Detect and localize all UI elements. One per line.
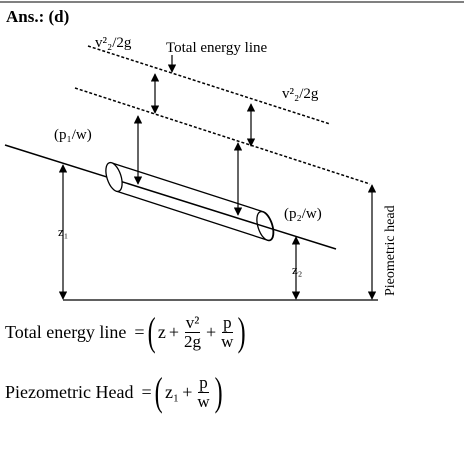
hydraulic-gradient-line [74, 87, 371, 185]
label-p2-w: (p₂/w) [284, 206, 322, 222]
total-energy-line-equation: Total energy line = ( z + v² 2g + p w ) [5, 312, 249, 352]
equation-2-label: Piezometric Head [5, 381, 134, 402]
equation-1-close-paren: ) [238, 309, 247, 354]
label-total-energy-line: Total energy line [166, 40, 267, 56]
total-energy-line [87, 45, 331, 125]
equation-2-equals: = [141, 381, 152, 402]
equation-1-equals: = [134, 321, 145, 342]
equation-1-velocity-fraction: v² 2g [184, 312, 202, 351]
equation-1-z: z [157, 321, 166, 342]
equation-2-close-paren: ) [214, 369, 223, 414]
equation-1-p-denominator: w [221, 331, 234, 351]
equation-1-open-paren: ( [147, 309, 156, 354]
equation-2-p-numerator: p [198, 372, 209, 393]
label-piezometric-head: Pieometric head [383, 205, 398, 296]
label-z2: z₂ [292, 262, 302, 277]
equation-2-z1: z₁ [164, 381, 180, 402]
piezometric-head-equation: Piezometric Head = ( z₁ + p w ) [5, 372, 225, 412]
label-v2-right: v²₂/2g [282, 86, 319, 102]
equation-1-plus-1: + [168, 321, 180, 342]
ground-line [4, 144, 337, 250]
equation-1-v2-numerator: v² [184, 312, 201, 333]
equation-2-p-denominator: w [197, 391, 210, 411]
equation-1-p-numerator: p [222, 312, 233, 333]
pipe [105, 161, 275, 242]
equation-2-pressure-fraction: p w [197, 372, 210, 411]
equation-1-pressure-fraction: p w [221, 312, 234, 351]
equation-1-label: Total energy line [5, 321, 127, 342]
equation-2-open-paren: ( [154, 369, 163, 414]
equation-1-plus-2: + [206, 321, 217, 342]
equation-2-plus: + [182, 381, 193, 402]
label-z1: z₁ [58, 224, 68, 239]
equation-1-v2-denominator: 2g [184, 331, 202, 351]
label-v2-left: v²₂/2g [95, 35, 132, 51]
answer-label: Ans.: (d) [6, 7, 69, 26]
label-p1-w: (p₁/w) [54, 127, 92, 143]
